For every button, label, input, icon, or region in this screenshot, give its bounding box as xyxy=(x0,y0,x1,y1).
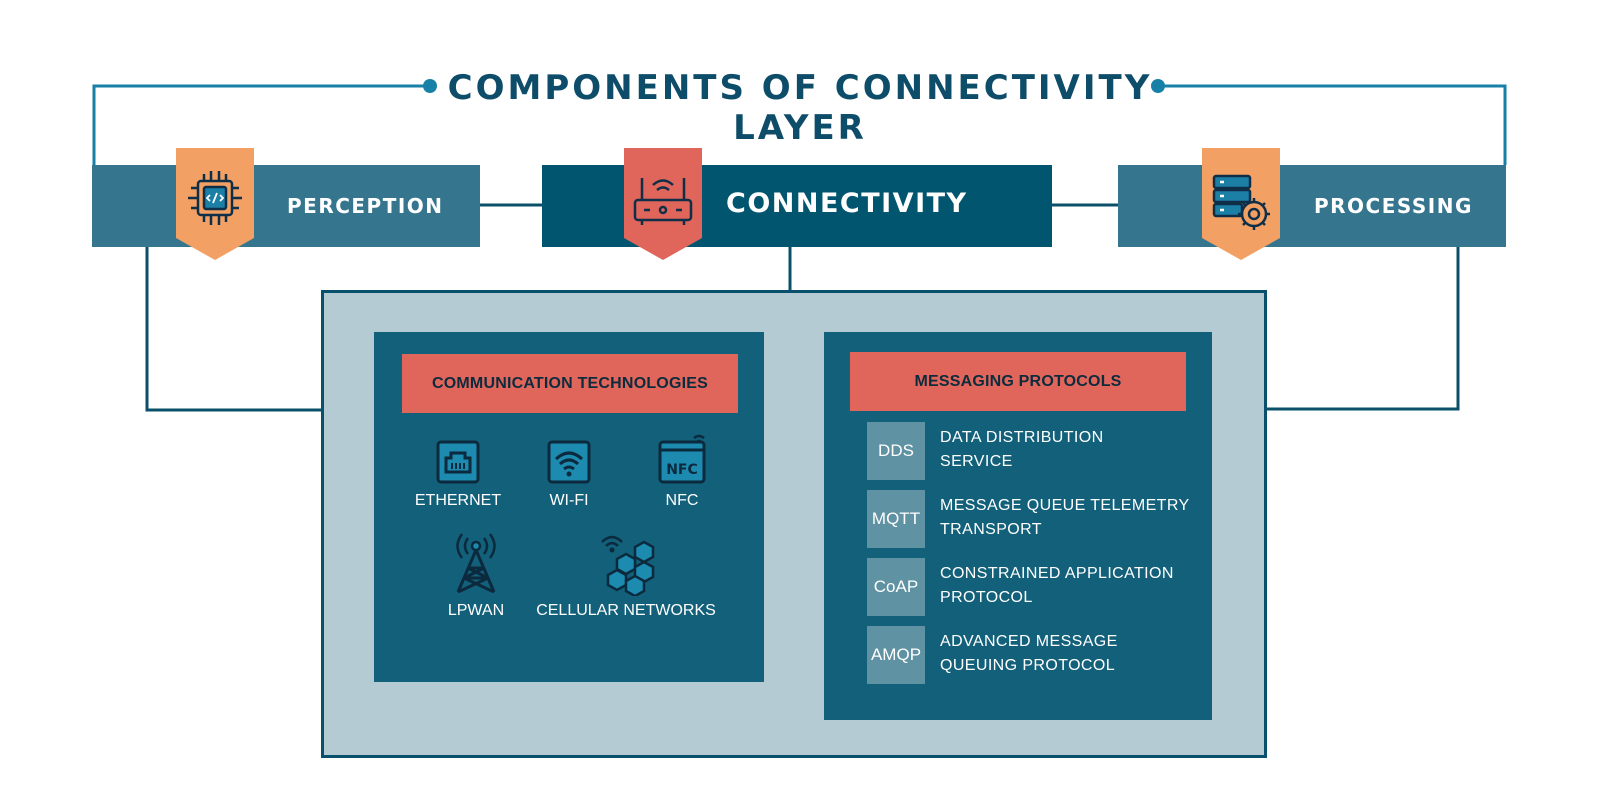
protocol-abbr-dds: DDS xyxy=(867,422,925,480)
tech-label-nfc: NFC xyxy=(665,492,699,509)
connectivity-ribbon xyxy=(624,148,702,260)
messaging-protocols-panel: MESSAGING PROTOCOLS DDS DATA DISTRIBUTIO… xyxy=(824,332,1212,720)
svg-text:NFC: NFC xyxy=(666,462,698,478)
perception-label: PERCEPTION xyxy=(287,194,444,218)
title-right-connector xyxy=(1158,84,1507,165)
protocol-name-coap-line-1: CONSTRAINED APPLICATION xyxy=(940,565,1174,582)
protocol-name-coap: CONSTRAINED APPLICATION PROTOCOL xyxy=(940,562,1200,610)
tech-label-wifi: WI-FI xyxy=(549,492,589,509)
cpu-chip-icon xyxy=(188,171,242,225)
page-title-line-1: COMPONENTS OF CONNECTIVITY xyxy=(447,68,1153,108)
perception-ribbon xyxy=(176,148,254,260)
ethernet-port-icon xyxy=(436,440,480,484)
protocol-name-mqtt-line-1: MESSAGE QUEUE TELEMETRY xyxy=(940,497,1190,514)
processing-box: PROCESSING xyxy=(1118,165,1506,247)
protocol-name-dds-line-2: SERVICE xyxy=(940,453,1013,470)
protocol-name-mqtt: MESSAGE QUEUE TELEMETRY TRANSPORT xyxy=(940,494,1200,542)
title-right-dot xyxy=(1151,79,1165,93)
server-gear-icon xyxy=(1212,174,1270,230)
connectivity-box: CONNECTIVITY xyxy=(542,165,1052,247)
protocol-abbr-mqtt: MQTT xyxy=(867,490,925,548)
router-icon xyxy=(633,178,693,225)
protocol-name-amqp-line-2: QUEUING PROTOCOL xyxy=(940,657,1116,674)
communication-technologies-panel: COMMUNICATION TECHNOLOGIES ETHERNET WI-F… xyxy=(374,332,764,682)
nfc-icon: NFC xyxy=(658,434,706,484)
tech-label-cellular-networks: CELLULAR NETWORKS xyxy=(536,602,716,619)
page-title-line-2: LAYER xyxy=(733,108,867,148)
tech-label-lpwan: LPWAN xyxy=(447,602,505,619)
protocol-name-amqp: ADVANCED MESSAGE QUEUING PROTOCOL xyxy=(940,630,1200,678)
protocol-name-mqtt-line-2: TRANSPORT xyxy=(940,521,1042,538)
title-left-connector xyxy=(92,84,430,165)
protocol-name-dds-line-1: DATA DISTRIBUTION xyxy=(940,429,1104,446)
protocol-abbr-amqp: AMQP xyxy=(867,626,925,684)
wifi-icon xyxy=(547,440,591,484)
protocol-name-dds: DATA DISTRIBUTION SERVICE xyxy=(940,426,1200,474)
protocol-abbr-coap: CoAP xyxy=(867,558,925,616)
perception-box: PERCEPTION xyxy=(92,165,480,247)
tech-label-ethernet: ETHERNET xyxy=(414,492,502,509)
antenna-tower-icon xyxy=(456,533,496,594)
connectivity-label: CONNECTIVITY xyxy=(726,188,968,219)
messaging-protocols-title: MESSAGING PROTOCOLS xyxy=(850,352,1186,411)
protocol-name-coap-line-2: PROTOCOL xyxy=(940,589,1033,606)
cellular-hexagon-icon xyxy=(601,535,655,596)
title-left-dot xyxy=(423,79,437,93)
processing-label: PROCESSING xyxy=(1314,194,1473,218)
processing-down-link xyxy=(1267,243,1460,411)
perception-down-link xyxy=(145,243,321,412)
communication-technologies-title: COMMUNICATION TECHNOLOGIES xyxy=(402,354,738,413)
page-title: COMPONENTS OF CONNECTIVITY LAYER xyxy=(400,68,1200,148)
processing-ribbon xyxy=(1202,148,1280,260)
protocol-name-amqp-line-1: ADVANCED MESSAGE xyxy=(940,633,1118,650)
